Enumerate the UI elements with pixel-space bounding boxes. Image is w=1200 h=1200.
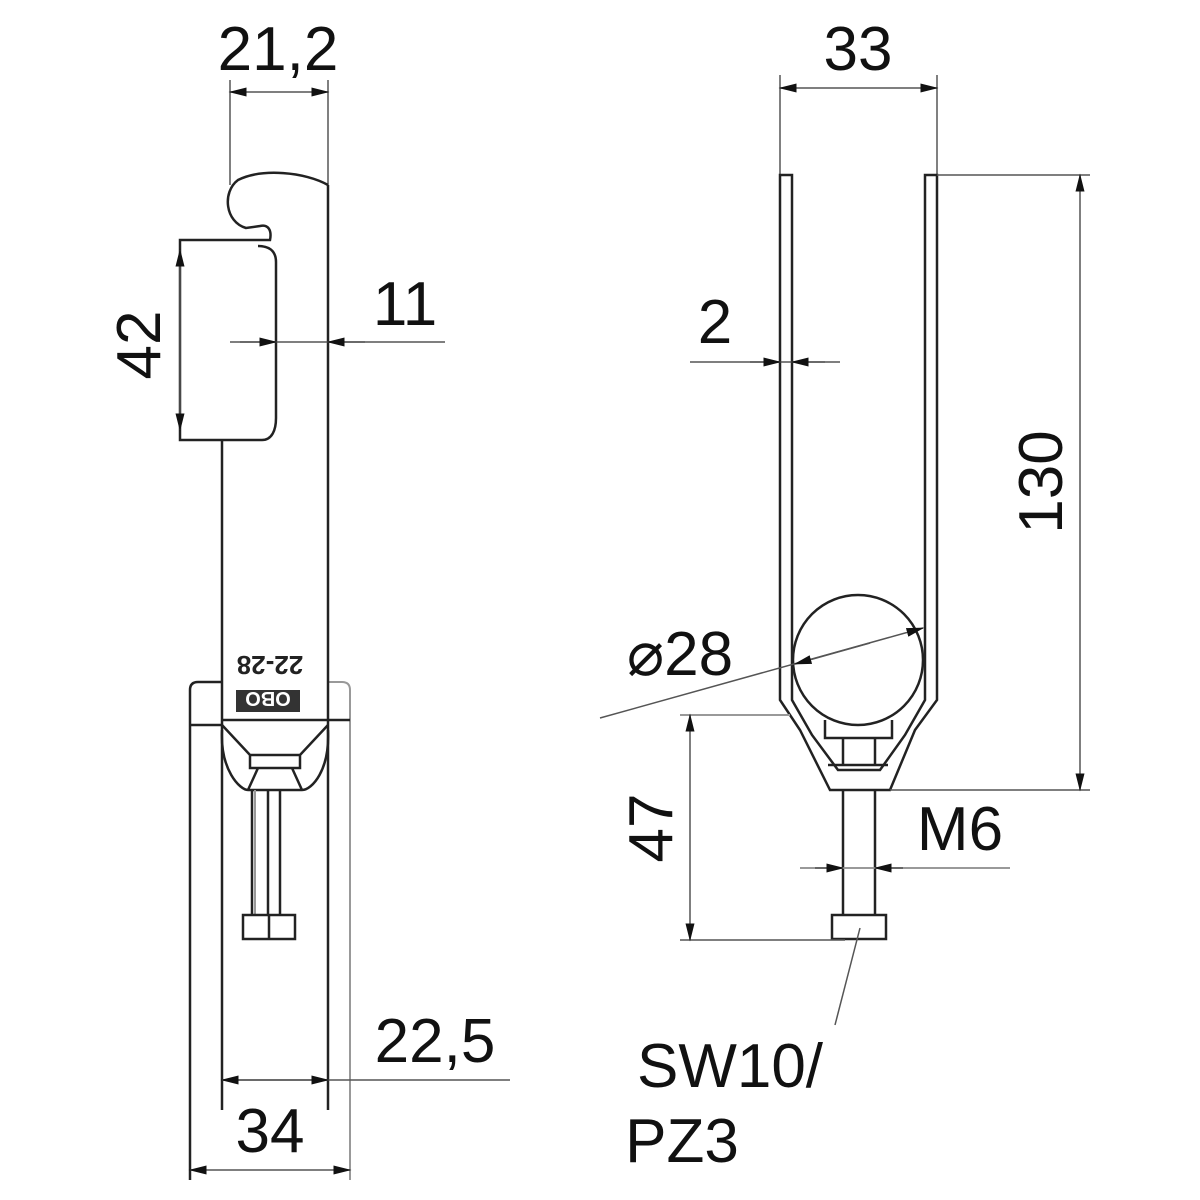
- drive-size-line2: PZ3: [625, 1107, 739, 1176]
- dim-inner-width: 22,5: [375, 1007, 496, 1076]
- clamp-body: 22-28 OBO: [188, 650, 351, 1180]
- u-clamp: [778, 173, 939, 792]
- hook-profile: [178, 171, 329, 442]
- dim-diameter: ⌀28: [627, 620, 733, 689]
- dim-top-width: 21,2: [218, 15, 339, 84]
- dim-hook-depth: 11: [373, 270, 437, 339]
- dim-height: 130: [1007, 430, 1076, 533]
- marking-brand: OBO: [245, 687, 291, 709]
- dim-thread: M6: [917, 795, 1003, 864]
- marking: 22-28 OBO: [236, 650, 303, 712]
- dim-width: 33: [824, 15, 893, 84]
- dim-hook-height: 42: [105, 311, 174, 380]
- cable-circle: [791, 593, 925, 727]
- side-view: 21,2 42 11 22-28 OBO: [105, 15, 510, 1180]
- marking-size: 22-28: [237, 650, 304, 680]
- dim-outer-width: 34: [236, 1097, 305, 1166]
- drive-size-line1: SW10/: [637, 1032, 824, 1101]
- dim-screw-length: 47: [617, 794, 686, 863]
- front-view: 33 130 2 ⌀28 47 M6 SW10/ PZ3: [599, 15, 1090, 1176]
- dim-thickness: 2: [698, 288, 732, 357]
